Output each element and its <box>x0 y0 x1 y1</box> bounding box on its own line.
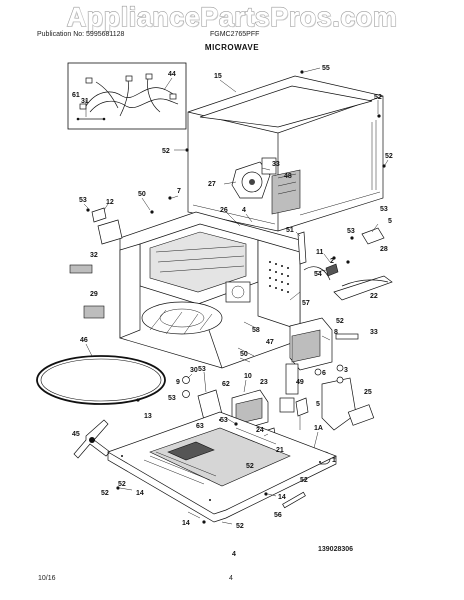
callout: 13 <box>144 413 152 420</box>
callout: 6 <box>322 370 326 377</box>
model-number: FGMC2765PFF <box>210 31 260 38</box>
callout: 53 <box>79 197 87 204</box>
callout: 52 <box>246 463 254 470</box>
oven-cavity <box>119 211 301 369</box>
callout: 52 <box>385 153 393 160</box>
callout: 53 <box>168 395 176 402</box>
callout: 52 <box>336 318 344 325</box>
callout-labels: 55 15 44 31 61 52 52 52 33 27 48 53 50 7… <box>72 65 393 558</box>
callout: 14 <box>278 494 286 501</box>
callout: 53 <box>347 228 355 235</box>
callout: 5 <box>388 218 392 225</box>
footer-page: 4 <box>229 575 233 582</box>
callout: 3 <box>344 367 348 374</box>
callout: 25 <box>364 389 372 396</box>
callout: 26 <box>220 207 228 214</box>
callout: 62 <box>222 381 230 388</box>
callout: 52 <box>118 481 126 488</box>
callout: 53 <box>220 417 228 424</box>
callout: 46 <box>80 337 88 344</box>
callout: 52 <box>162 148 170 155</box>
callout: 45 <box>72 431 80 438</box>
wire-harness-inset <box>67 62 187 130</box>
callout: 9 <box>176 379 180 386</box>
callout: 58 <box>252 327 260 334</box>
callout: 51 <box>286 227 294 234</box>
callout: 4 <box>242 207 246 214</box>
callout: 21 <box>276 447 284 454</box>
callout: 53 <box>380 206 388 213</box>
watermark: AppliancePartsPros.com <box>66 1 398 32</box>
callout: 52 <box>101 490 109 497</box>
publication-number: Publication No: 5995681128 <box>37 31 125 38</box>
callout: 30 <box>190 367 198 374</box>
turntable-ring <box>36 355 166 405</box>
screws <box>86 70 386 524</box>
callout: 27 <box>208 181 216 188</box>
callout: 47 <box>266 339 274 346</box>
callout: 12 <box>106 199 114 206</box>
callout: 2 <box>330 258 334 265</box>
callout: 1A <box>314 425 323 432</box>
callout: 31 <box>81 98 89 105</box>
callout: 52 <box>374 94 382 101</box>
callout: 52 <box>300 477 308 484</box>
callout: 29 <box>90 291 98 298</box>
callout: 61 <box>72 92 80 99</box>
callout: 7 <box>177 188 181 195</box>
right-brackets <box>297 227 393 301</box>
callout: 33 <box>370 329 378 336</box>
callout: 14 <box>182 520 190 527</box>
callout: 55 <box>322 65 330 72</box>
left-small-parts <box>69 207 123 319</box>
callout: 22 <box>370 293 378 300</box>
callout: 56 <box>274 512 282 519</box>
callout: 50 <box>240 351 248 358</box>
callout: 57 <box>302 300 310 307</box>
base-plate <box>107 411 337 523</box>
callout: 54 <box>314 271 322 278</box>
callout: 23 <box>260 379 268 386</box>
coupler <box>73 419 111 459</box>
callout: 15 <box>214 73 222 80</box>
callout: 63 <box>196 423 204 430</box>
callout: 10 <box>244 373 252 380</box>
fan-assembly <box>231 157 301 215</box>
callout: 24 <box>256 427 264 434</box>
callout: 28 <box>380 246 388 253</box>
section-title: MICROWAVE <box>204 43 260 52</box>
callout: 33 <box>272 161 280 168</box>
callout: 49 <box>296 379 304 386</box>
callout: 11 <box>316 249 324 256</box>
callout: 5 <box>316 401 320 408</box>
drawing-number: 139028306 <box>318 546 354 553</box>
callout: 1 <box>332 457 336 464</box>
callout: 52 <box>236 523 244 530</box>
callout: 4 <box>232 551 236 558</box>
callout: 50 <box>138 191 146 198</box>
callout: 8 <box>334 329 338 336</box>
callout: 53 <box>198 366 206 373</box>
callout: 44 <box>168 71 176 78</box>
footer-date: 10/16 <box>38 575 56 582</box>
callout: 14 <box>136 490 144 497</box>
callout: 32 <box>90 252 98 259</box>
callout: 48 <box>284 173 292 180</box>
leader-lines <box>83 67 389 525</box>
